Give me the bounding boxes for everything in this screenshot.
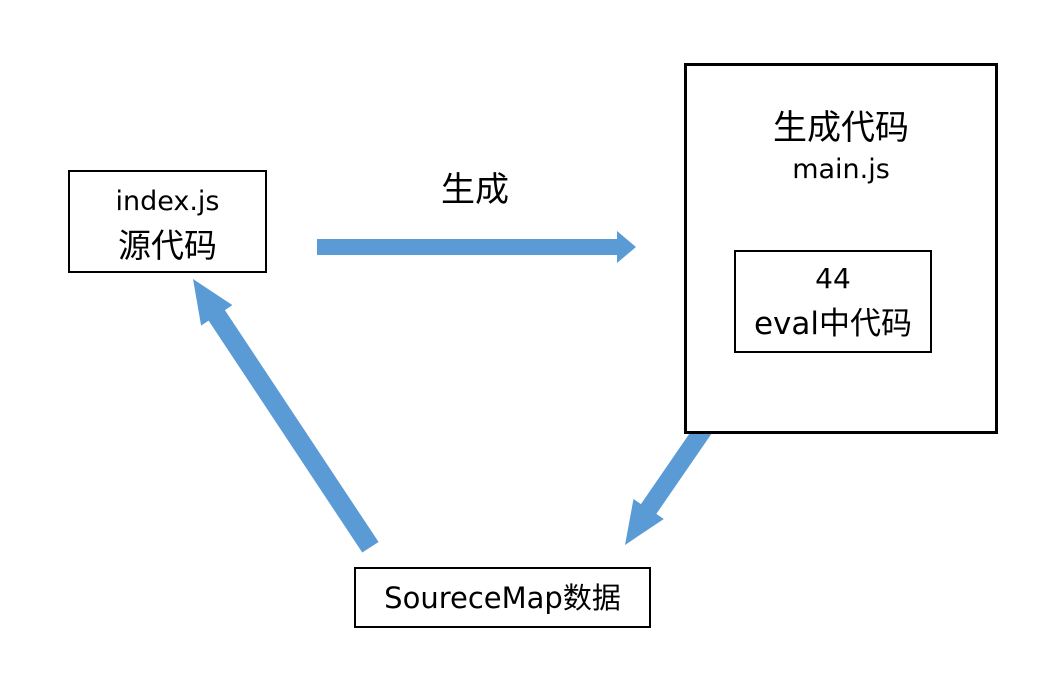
sourcemap-box: SoureceMap数据	[354, 567, 651, 628]
source-label: 源代码	[118, 226, 217, 265]
edge-label-generate: 生成	[441, 170, 509, 210]
generated-filename: main.js	[792, 154, 890, 185]
generated-code-box: 生成代码 main.js	[684, 63, 998, 434]
sourcemap-to-source-arrow	[193, 279, 379, 553]
generated-label: 生成代码	[773, 108, 909, 148]
eval-number: 44	[815, 262, 851, 295]
source-code-box: index.js 源代码	[68, 170, 267, 273]
sourcemap-label: SoureceMap数据	[384, 581, 621, 615]
eval-label: eval中代码	[753, 306, 913, 342]
generate-arrow	[317, 231, 636, 263]
eval-code-box: 44 eval中代码	[734, 250, 932, 353]
source-filename: index.js	[115, 186, 220, 217]
